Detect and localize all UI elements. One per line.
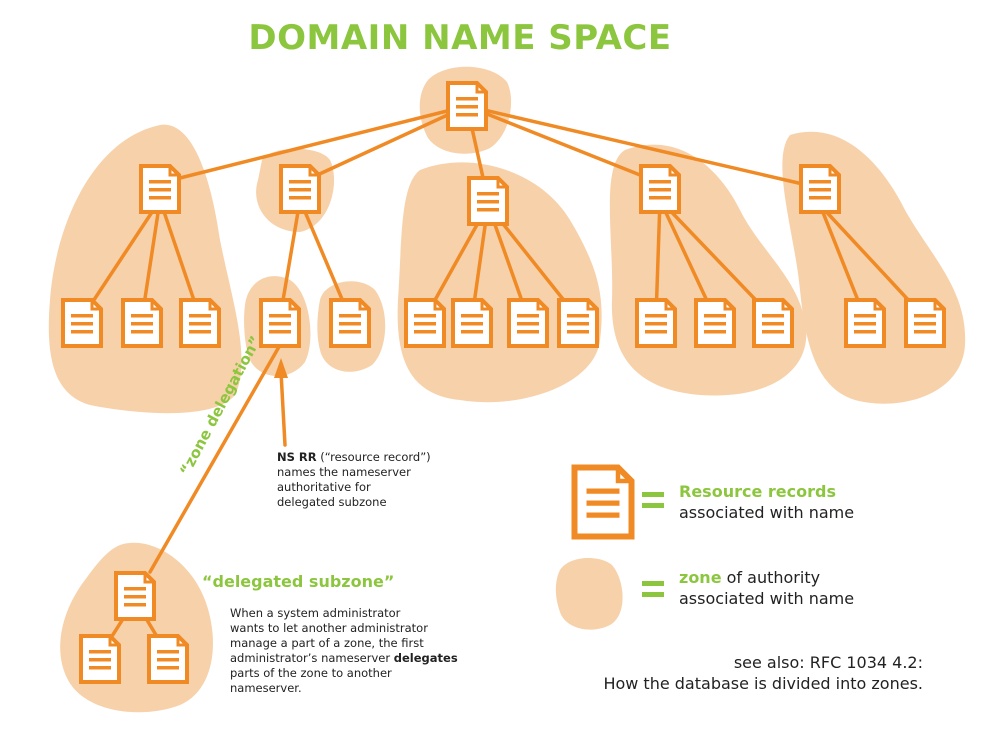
ns-rr-note: NS RR (“resource record”) names the name… [277, 450, 431, 509]
record-icon [329, 298, 371, 348]
ns-rr-arrowhead [274, 358, 288, 378]
record-icon [139, 164, 181, 214]
legend-zone-shape [555, 558, 623, 630]
equals-icon [642, 492, 664, 497]
record-icon [279, 164, 321, 214]
delegation-line [148, 343, 282, 574]
record-icon [904, 298, 946, 348]
zones [48, 66, 966, 713]
record-icon [404, 298, 446, 348]
record-icon [114, 571, 156, 621]
rfc-reference: see also: RFC 1034 4.2: How the database… [603, 653, 923, 693]
record-icon [844, 298, 886, 348]
record-icon [752, 298, 794, 348]
record-icon [635, 298, 677, 348]
legend-zone-text: zone of authority associated with name [679, 568, 855, 608]
record-icon [79, 634, 121, 684]
record-icon [639, 164, 681, 214]
delegated-subzone-title: “delegated subzone” [202, 572, 395, 591]
ns-rr-arrow-line [279, 370, 287, 447]
equals-icon [642, 581, 664, 586]
record-icon [557, 298, 599, 348]
record-icon [799, 164, 841, 214]
record-icon [259, 298, 301, 348]
record-icon [467, 176, 509, 226]
record-icon [446, 81, 488, 131]
record-icon [451, 298, 493, 348]
zone-4 [397, 162, 602, 403]
record-icon [147, 634, 189, 684]
ns-rr-bold: NS RR [277, 450, 317, 464]
record-icon [507, 298, 549, 348]
legend-record-icon [575, 468, 632, 537]
record-icon [179, 298, 221, 348]
legend-records-text: Resource records associated with name [679, 482, 855, 522]
record-icon [694, 298, 736, 348]
record-icon [61, 298, 103, 348]
zone-subzone [60, 542, 213, 713]
legend-graphics [575, 468, 664, 597]
page-title: DOMAIN NAME SPACE [248, 18, 672, 58]
record-icon [121, 298, 163, 348]
delegated-subzone-description: When a system administrator wants to let… [230, 606, 458, 695]
